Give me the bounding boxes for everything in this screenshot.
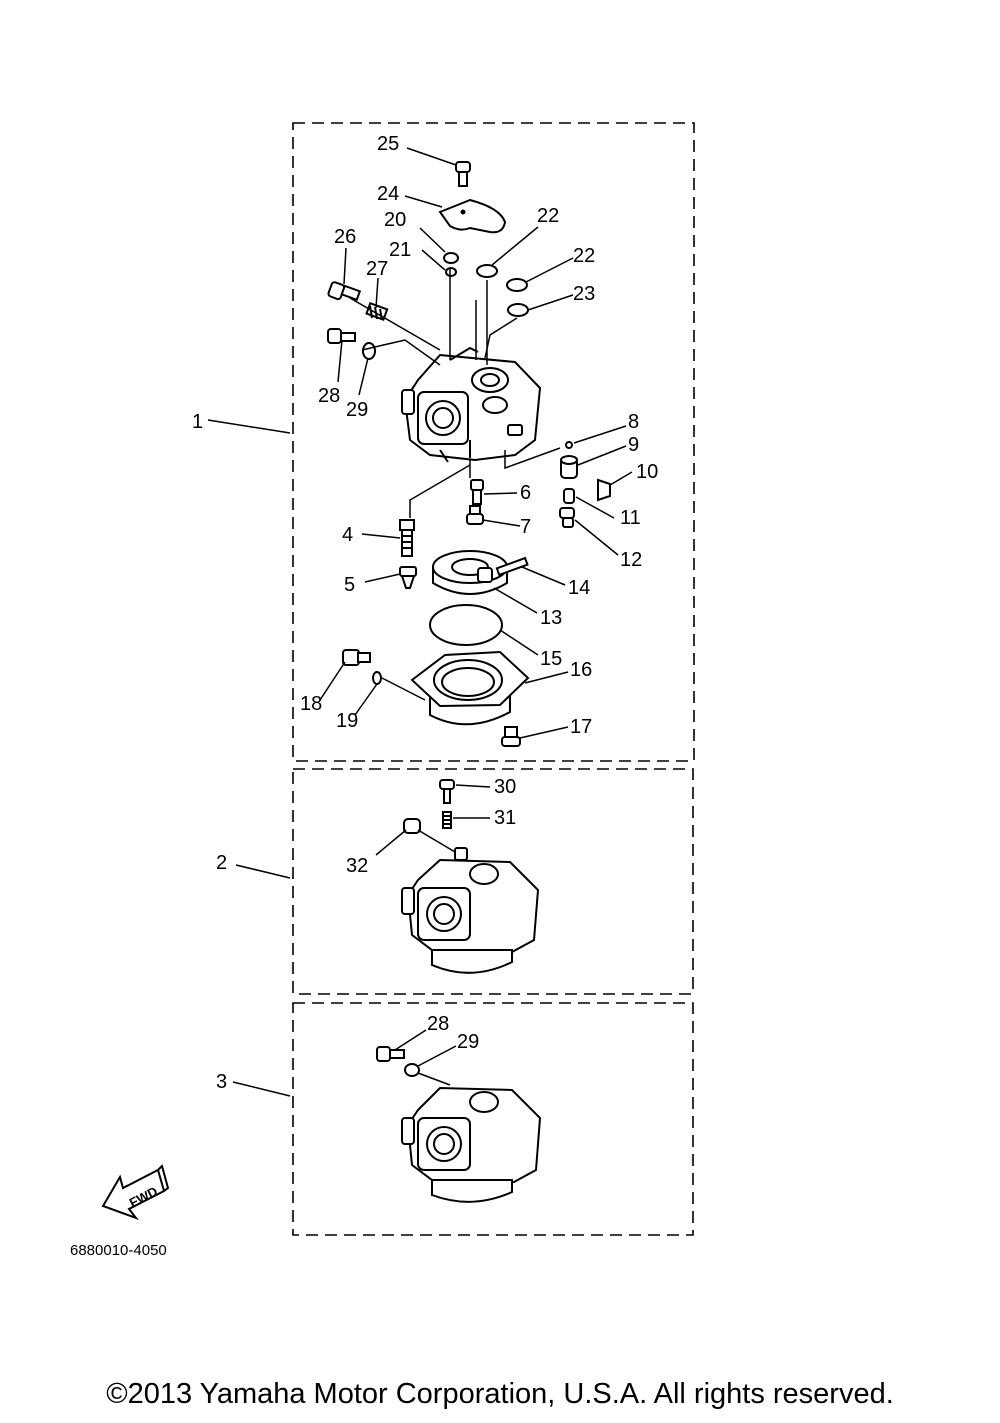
part-11-spring bbox=[563, 488, 575, 504]
part-21-cap bbox=[445, 267, 457, 277]
part-4-jet bbox=[399, 519, 415, 557]
callout-1: 1 bbox=[192, 411, 203, 433]
group-box-1 bbox=[292, 122, 695, 762]
part-16-float-bowl bbox=[410, 650, 530, 726]
callout-labels: 1 2 3 25 24 20 21 22 22 23 26 27 28 29 8… bbox=[192, 133, 658, 1093]
group-box-3 bbox=[292, 1002, 694, 1236]
callout-32: 32 bbox=[346, 855, 368, 877]
callout-2: 2 bbox=[216, 852, 227, 874]
callout-11: 11 bbox=[620, 507, 641, 529]
callout-13: 13 bbox=[540, 607, 562, 629]
part-20-cap bbox=[443, 252, 459, 264]
callout-10: 10 bbox=[636, 461, 658, 483]
callout-22: 22 bbox=[537, 205, 559, 227]
callout-27: 27 bbox=[366, 258, 388, 280]
fwd-arrow-icon: FWD bbox=[101, 1164, 170, 1221]
callout-25: 25 bbox=[377, 133, 399, 155]
callout-30: 30 bbox=[494, 776, 516, 798]
part-23-plug bbox=[507, 303, 529, 317]
callout-21: 21 bbox=[389, 239, 411, 261]
part-32-cap bbox=[403, 818, 421, 834]
carburetor-body-main bbox=[401, 346, 542, 463]
callout-20: 20 bbox=[384, 209, 406, 231]
part-10-clip bbox=[597, 478, 611, 502]
part-14-pin bbox=[495, 556, 529, 577]
part-30-screw bbox=[439, 779, 455, 804]
part-22-plug bbox=[476, 264, 498, 278]
part-18-screw bbox=[342, 649, 371, 666]
carburetor-assembly-main bbox=[327, 161, 611, 747]
carburetor-assembly-2 bbox=[401, 779, 540, 974]
callout-16: 16 bbox=[570, 659, 592, 681]
part-25-screw bbox=[455, 161, 471, 187]
part-28-screw bbox=[327, 328, 356, 344]
part-13-collar bbox=[432, 550, 508, 595]
part-29-washer-b bbox=[404, 1063, 420, 1077]
part-9-holder bbox=[560, 455, 578, 479]
callout-15: 15 bbox=[540, 648, 562, 670]
carburetor-assembly-3 bbox=[376, 1046, 542, 1203]
part-28-screw-b bbox=[376, 1046, 405, 1062]
callout-18: 18 bbox=[300, 693, 322, 715]
callout-5: 5 bbox=[344, 574, 355, 596]
callout-leaders bbox=[207, 147, 633, 1097]
callout-12: 12 bbox=[620, 549, 642, 571]
part-5-jet bbox=[399, 566, 417, 589]
callout-31: 31 bbox=[494, 807, 516, 829]
callout-17: 17 bbox=[570, 716, 592, 738]
copyright-notice: ©2013 Yamaha Motor Corporation, U.S.A. A… bbox=[106, 1378, 894, 1410]
part-22-plug-b bbox=[506, 278, 528, 292]
part-7-plug bbox=[466, 505, 484, 525]
part-19-o-ring bbox=[372, 671, 382, 685]
callout-26: 26 bbox=[334, 226, 356, 248]
part-8-o-ring bbox=[565, 441, 573, 449]
part-17-screw bbox=[501, 726, 521, 747]
part-26-screw bbox=[327, 281, 362, 302]
part-12-screw bbox=[559, 507, 575, 528]
callout-23: 23 bbox=[573, 283, 595, 305]
part-15-o-ring bbox=[429, 604, 503, 646]
callout-14: 14 bbox=[568, 577, 590, 599]
callout-7: 7 bbox=[520, 516, 531, 538]
part-24-plate bbox=[438, 198, 507, 234]
callout-3: 3 bbox=[216, 1071, 227, 1093]
callout-29-b: 29 bbox=[457, 1031, 479, 1053]
diagram-code: 6880010-4050 bbox=[70, 1242, 167, 1259]
callout-29: 29 bbox=[346, 399, 368, 421]
callout-24: 24 bbox=[377, 183, 399, 205]
group-box-2 bbox=[292, 768, 694, 995]
callout-6: 6 bbox=[520, 482, 531, 504]
part-29-washer bbox=[362, 342, 376, 360]
callout-8: 8 bbox=[628, 411, 639, 433]
callout-9: 9 bbox=[628, 434, 639, 456]
callout-22-b: 22 bbox=[573, 245, 595, 267]
callout-28: 28 bbox=[318, 385, 340, 407]
callout-4: 4 bbox=[342, 524, 353, 546]
part-31-spring bbox=[442, 811, 452, 829]
part-6-jet bbox=[470, 479, 484, 505]
callout-19: 19 bbox=[336, 710, 358, 732]
callout-28-b: 28 bbox=[427, 1013, 449, 1035]
